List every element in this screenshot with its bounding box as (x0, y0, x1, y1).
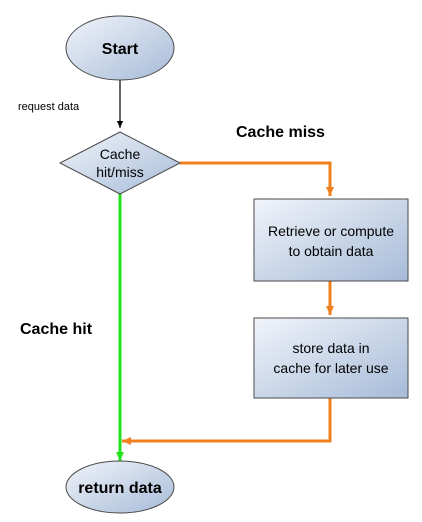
edge-label-cache-miss: Cache miss (236, 124, 325, 141)
node-store-line-1: store data in (292, 340, 369, 356)
edge-label-request-data: request data (18, 101, 80, 113)
node-return: return data (65, 460, 175, 514)
node-return-label: return data (78, 480, 162, 497)
edge-cache-miss (180, 161, 334, 196)
node-retrieve-line-2: to obtain data (289, 243, 374, 259)
edge-label-cache-hit: Cache hit (20, 321, 93, 338)
node-retrieve-line-1: Retrieve or compute (268, 223, 394, 239)
edge-store-to-return (122, 398, 332, 445)
node-start: Start (65, 15, 175, 81)
node-store: store data in cache for later use (253, 317, 409, 399)
node-decision-line-2: hit/miss (96, 164, 143, 180)
node-retrieve: Retrieve or compute to obtain data (253, 198, 409, 282)
node-start-label: Start (102, 41, 139, 58)
node-store-line-2: cache for later use (273, 360, 388, 376)
node-decision: Cache hit/miss (58, 131, 182, 195)
node-decision-line-1: Cache (100, 146, 141, 162)
